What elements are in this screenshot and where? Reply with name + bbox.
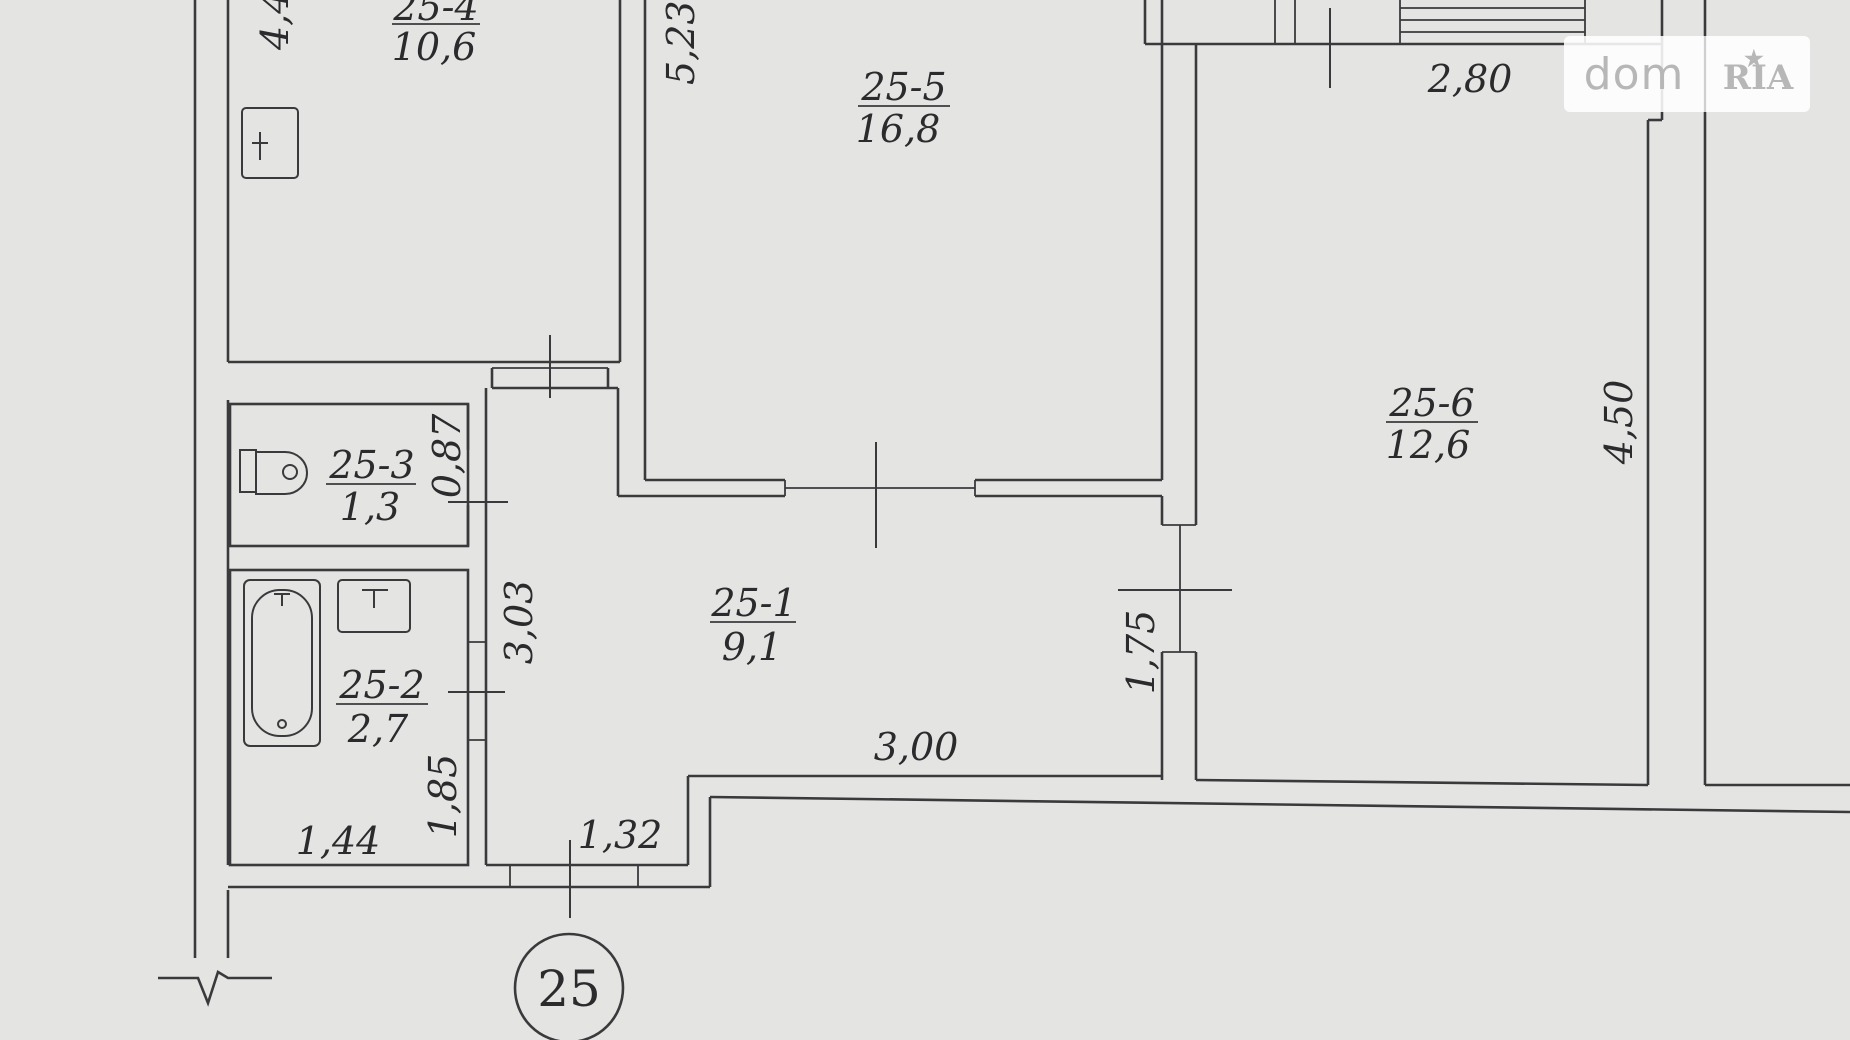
room-area: 2,7 <box>347 707 409 751</box>
sanitary-fixtures <box>239 107 411 747</box>
dim-wc-width: 0,87 <box>425 413 469 498</box>
room-area: 12,6 <box>1386 423 1471 467</box>
watermark-partner-logo: ★ RIA <box>1706 46 1810 98</box>
walls <box>158 0 1850 1007</box>
room-id: 25-2 <box>338 663 424 707</box>
dim-room6-height: 4,50 <box>1597 380 1641 466</box>
dim-room4-side: 4,4 <box>253 0 297 51</box>
dim-bath-width: 1,44 <box>296 819 381 863</box>
room-id: 25-3 <box>328 443 414 487</box>
room-25-3-label: 25-3 1,3 <box>326 443 416 529</box>
room-area: 10,6 <box>392 25 477 69</box>
room-25-5-label: 25-5 16,8 <box>856 65 950 151</box>
room-25-1-label: 25-1 9,1 <box>710 581 797 669</box>
room-area: 9,1 <box>722 625 782 669</box>
door-markers <box>448 8 1331 918</box>
room-area: 1,3 <box>340 485 400 529</box>
dom-ria-watermark: dom ★ RIA <box>1564 36 1810 112</box>
room-id: 25-1 <box>710 581 796 625</box>
sink-icon <box>241 107 299 179</box>
watermark-partner: RIA <box>1722 58 1794 98</box>
apartment-number: 25 <box>537 960 601 1018</box>
dim-entry-width: 1,32 <box>578 813 663 857</box>
room-labels: 25-4 10,6 25-5 16,8 25-6 12,6 25-3 1,3 2… <box>326 0 1478 751</box>
room-25-2-label: 25-2 2,7 <box>336 663 428 751</box>
dim-room6-width: 2,80 <box>1427 57 1513 101</box>
washbasin-icon <box>337 579 411 633</box>
room-25-4-label: 25-4 10,6 <box>392 0 480 69</box>
dim-hall-opening: 1,75 <box>1119 610 1163 695</box>
watermark-divider <box>1704 36 1706 112</box>
watermark-brand: dom <box>1583 48 1685 100</box>
dim-hall-width: 3,00 <box>874 725 959 769</box>
toilet-icon <box>239 449 308 495</box>
room-id: 25-5 <box>860 65 946 109</box>
dimension-labels: 4,4 5,23 2,80 4,50 0,87 3,03 3,00 1,75 1… <box>253 0 1641 863</box>
dim-bath-height: 1,85 <box>421 754 465 839</box>
star-icon: ★ <box>1744 46 1764 72</box>
dim-hall-height: 3,03 <box>497 580 541 665</box>
dim-room5-height: 5,23 <box>659 0 703 85</box>
room-area: 16,8 <box>856 107 941 151</box>
room-25-6-label: 25-6 12,6 <box>1386 381 1478 467</box>
room-id: 25-6 <box>1388 381 1474 425</box>
bathtub-icon <box>243 579 321 747</box>
apartment-number-marker: 25 <box>513 932 625 1040</box>
